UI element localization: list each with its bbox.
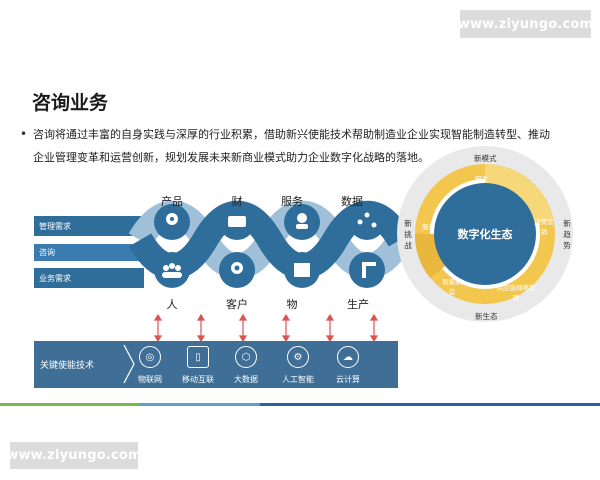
band-business <box>34 268 144 288</box>
band-label-business: 业务需求 <box>39 274 71 283</box>
inner-label-right: 决策营销 <box>534 218 554 236</box>
band-label-management: 管理需求 <box>39 222 71 231</box>
source-credit: 搜狐号@无忧知识星球 <box>462 389 572 402</box>
people-group-icon <box>163 265 169 271</box>
outer-label-left: 新挑战 <box>404 219 412 250</box>
inner-label-bottom-right: 供应链网络管理 <box>496 284 536 302</box>
loop-people <box>154 252 190 288</box>
robot-arm-icon <box>362 262 366 278</box>
loop-production <box>349 252 385 288</box>
cloud-server-icon: ☁ <box>337 346 359 368</box>
page-title: 咨询业务 <box>32 92 109 114</box>
bullet-dot: • <box>20 127 28 141</box>
watermark-bottom: www.ziyungo.com <box>6 442 142 469</box>
tech-item-cloud: ☁ 云计算 <box>320 346 376 385</box>
label-finance: 财 <box>231 195 243 208</box>
tech-label-cloud: 云计算 <box>336 375 360 384</box>
wallet-icon <box>228 216 246 227</box>
connector-arrows <box>153 313 379 343</box>
ai-gear-icon: ⚙ <box>287 346 309 368</box>
tech-item-bigdata: ⬡ 大数据 <box>218 346 274 385</box>
tech-chevron-icon <box>123 344 135 384</box>
tech-heading: 关键使能技术 <box>40 361 95 371</box>
label-data: 数据 <box>341 195 363 208</box>
divider-blue <box>0 403 600 406</box>
band-management <box>34 216 144 236</box>
data-network-icon <box>357 219 363 225</box>
tech-item-mobile: ▯ 移动互联 <box>170 346 226 385</box>
divider-green <box>0 403 140 406</box>
label-service: 服务 <box>281 195 303 208</box>
tech-bar <box>34 341 398 388</box>
label-customer: 客户 <box>226 298 248 311</box>
tech-item-ai: ⚙ 人工智能 <box>270 346 326 385</box>
inner-label-top: 研发 <box>475 175 488 183</box>
bullet-text: 咨询将通过丰富的自身实践与深厚的行业积累，借助新兴使能技术帮助制造业企业实现智能… <box>33 128 550 164</box>
outer-label-bottom: 新生态 <box>475 312 498 321</box>
label-production: 生产 <box>347 298 369 311</box>
inner-label-bottom-left: 智能制造 <box>442 278 462 296</box>
box-icon <box>294 263 310 277</box>
tech-label-mobile: 移动互联 <box>182 375 214 384</box>
service-person-icon <box>297 213 307 223</box>
watermark-top: www.ziyungo.com <box>458 10 593 38</box>
loop-data <box>349 204 385 240</box>
band-label-consulting: 咨询 <box>39 248 55 257</box>
inner-label-left: 服务 <box>422 223 435 231</box>
tech-item-iot: ◎ 物联网 <box>122 346 178 385</box>
mobile-wifi-icon: ▯ <box>187 346 209 368</box>
tech-label-iot: 物联网 <box>138 375 162 384</box>
globe-network-icon: ◎ <box>139 346 161 368</box>
outer-label-top: 新模式 <box>474 154 497 163</box>
band-consulting <box>34 244 144 261</box>
outer-label-right: 新趋势 <box>563 219 571 250</box>
label-product: 产品 <box>161 195 183 208</box>
hexagon-data-icon: ⬡ <box>235 346 257 368</box>
label-people: 人 <box>166 298 178 311</box>
label-things: 物 <box>286 298 298 311</box>
ecosystem-core: 数字化生态 <box>442 191 528 277</box>
tech-label-bigdata: 大数据 <box>234 375 258 384</box>
tech-label-ai: 人工智能 <box>282 375 314 384</box>
